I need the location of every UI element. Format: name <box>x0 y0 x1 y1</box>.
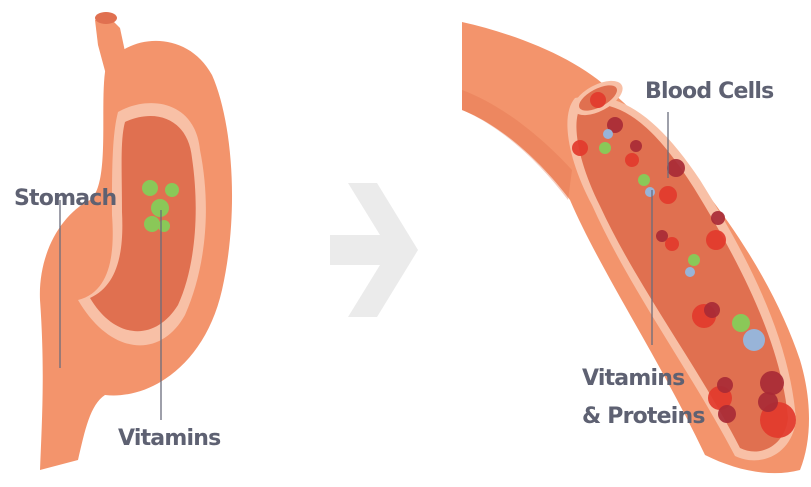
red-blood-cell <box>630 140 642 152</box>
esophagus-opening <box>95 12 117 24</box>
blood-cells-label: Blood Cells <box>645 79 774 104</box>
red-blood-cell <box>706 230 726 250</box>
protein-dot <box>603 129 613 139</box>
red-blood-cell <box>760 371 784 395</box>
stomach-illustration: Stomach Vitamins <box>14 12 232 470</box>
red-blood-cell <box>717 377 733 393</box>
vitamin-dot <box>151 199 169 217</box>
vitamin-dot <box>142 180 158 196</box>
red-blood-cell <box>590 92 606 108</box>
protein-dot <box>645 187 655 197</box>
red-blood-cell <box>667 159 685 177</box>
vitamin-dot <box>732 314 750 332</box>
vitamins-label: Vitamins <box>118 426 221 451</box>
red-blood-cell <box>625 153 639 167</box>
protein-dot <box>685 267 695 277</box>
protein-dot <box>743 329 765 351</box>
stomach-label: Stomach <box>14 186 116 211</box>
red-blood-cell <box>711 211 725 225</box>
vitamin-dot <box>165 183 179 197</box>
vitamin-dot <box>158 220 170 232</box>
vitamins-proteins-label-line1: Vitamins <box>582 366 685 391</box>
red-blood-cell <box>665 237 679 251</box>
red-blood-cell <box>718 405 736 423</box>
blood-vessel-illustration: Blood Cells Vitamins & Proteins <box>462 22 809 473</box>
red-blood-cell <box>572 140 588 156</box>
red-blood-cell <box>704 302 720 318</box>
vitamins-proteins-label-line2: & Proteins <box>582 404 705 429</box>
vitamin-dot <box>599 142 611 154</box>
red-blood-cell <box>758 392 778 412</box>
vitamin-dot <box>144 216 160 232</box>
vitamin-dot <box>638 174 650 186</box>
right-arrow-icon <box>330 183 418 317</box>
vitamin-dot <box>688 254 700 266</box>
red-blood-cell <box>659 186 677 204</box>
